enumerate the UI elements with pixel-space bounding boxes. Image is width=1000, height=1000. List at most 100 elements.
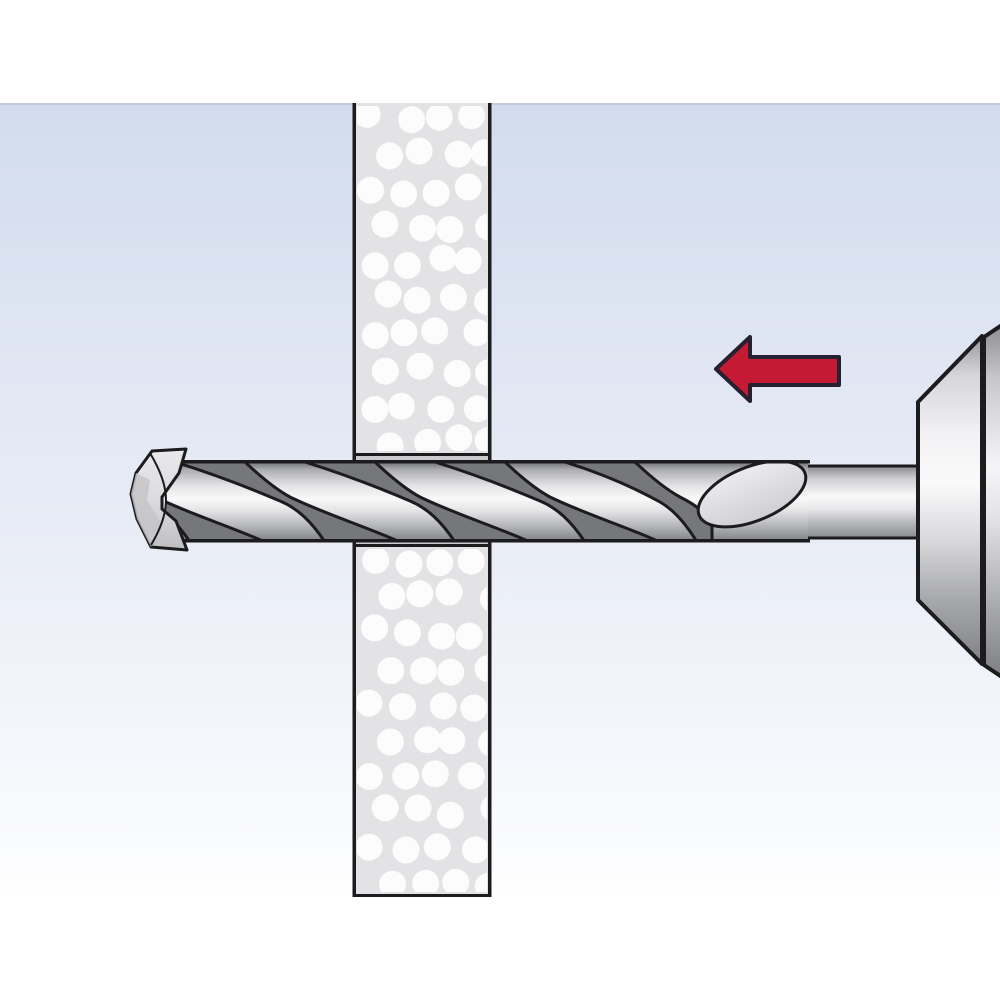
wall-dot: [362, 549, 390, 574]
drill-bit: [129, 447, 810, 552]
chuck-cone: [916, 334, 984, 666]
wall-dot: [455, 622, 483, 650]
drill-chuck: [916, 323, 1000, 679]
wall-dot: [464, 395, 487, 423]
wall-dot: [445, 424, 473, 451]
wall-dot: [377, 657, 405, 685]
wall-dot: [429, 244, 457, 272]
wall-dot: [395, 550, 423, 578]
wall-dot: [390, 319, 418, 347]
chuck-front-face: [982, 323, 1000, 679]
wall-dot: [410, 657, 437, 685]
hole-bottom-edge: [352, 544, 492, 547]
wall-dot: [357, 833, 383, 861]
wall-dot: [376, 142, 404, 170]
wall-dot: [398, 106, 426, 134]
wall-dot: [371, 357, 399, 385]
drill-tip-facet: [131, 473, 163, 547]
wall-dot: [371, 794, 399, 822]
drill-shank: [798, 464, 924, 540]
flute-groove: [166, 500, 267, 542]
wall-dot: [478, 730, 487, 756]
wall-dot: [361, 252, 389, 280]
wall-dot: [462, 836, 487, 864]
wall-dot: [474, 872, 487, 892]
wall-dot: [392, 762, 420, 790]
wall-dot: [376, 728, 404, 756]
wall-dot: [406, 580, 434, 608]
wall-dot: [437, 658, 465, 686]
wall-dot: [458, 106, 486, 130]
wall-dot: [392, 836, 420, 864]
wall-dot: [394, 252, 421, 279]
wall-dot: [439, 283, 467, 311]
flute-runout-lobe: [696, 462, 808, 529]
wall-dot: [409, 214, 437, 242]
wall-dot: [475, 213, 487, 241]
wall-dot: [405, 137, 433, 165]
wall-dot: [361, 614, 389, 642]
wall-dot: [403, 286, 431, 314]
wall-perforation-dots-upper: [357, 106, 487, 451]
wall-dot: [357, 689, 383, 717]
wall-dot: [357, 763, 383, 790]
wall-dot: [427, 395, 455, 423]
wall-dot: [457, 549, 485, 575]
wall-dot: [357, 106, 381, 128]
drill-flute-grooves: [166, 462, 714, 542]
wall-dot: [442, 868, 470, 892]
wall-dot: [444, 140, 472, 168]
wall-dot: [460, 694, 487, 722]
wall-dot: [474, 655, 487, 683]
wall-dot: [361, 396, 389, 423]
wall-dot: [376, 432, 404, 451]
wall-dot: [412, 869, 440, 892]
wall-dot: [474, 427, 487, 451]
wall-dot: [463, 319, 487, 346]
wall-dot: [371, 210, 399, 238]
wall-dot: [378, 582, 406, 610]
wall-dot: [414, 726, 441, 754]
wall-dot: [357, 176, 384, 204]
wall-dot: [429, 692, 457, 720]
wall-dot: [421, 317, 449, 345]
wall-dot: [474, 288, 487, 316]
wall-dot: [379, 870, 407, 892]
wall-dot: [361, 322, 389, 350]
drill-body-bottom-outline: [164, 539, 810, 543]
wall-bottom-edge: [352, 894, 492, 897]
wall-dot: [454, 173, 482, 201]
wall-dot: [426, 549, 454, 577]
wall-dot: [390, 180, 418, 208]
wall-dot: [479, 586, 487, 611]
wall-dot: [425, 106, 453, 131]
wall-dot: [423, 833, 451, 861]
wall-dot: [435, 578, 463, 606]
flute-groove: [433, 462, 662, 542]
wall-dot: [475, 359, 487, 387]
wall-dot: [454, 247, 482, 275]
drill-tip-crease: [149, 452, 168, 546]
wall-panel: [352, 103, 492, 897]
wall-dot: [406, 352, 434, 380]
flute-groove: [173, 462, 402, 542]
scene-top-edge: [0, 103, 1000, 105]
wall-dot: [428, 622, 456, 650]
drill-body-top-outline: [164, 460, 810, 464]
wall-dot: [470, 139, 487, 167]
wall-dot: [393, 619, 421, 647]
wall-perforation-dots-lower: [357, 549, 487, 892]
hole-top-edge: [352, 453, 492, 456]
flute-groove: [303, 462, 532, 542]
wall-dot: [422, 179, 450, 207]
wall-dot: [438, 727, 466, 755]
wall-dot: [457, 762, 485, 790]
wall-dot: [414, 428, 442, 451]
wall-dot: [374, 280, 402, 308]
flute-groove: [563, 462, 714, 542]
wall-dot: [421, 760, 449, 788]
wall-dot: [443, 360, 471, 387]
wall-dot: [404, 794, 432, 822]
